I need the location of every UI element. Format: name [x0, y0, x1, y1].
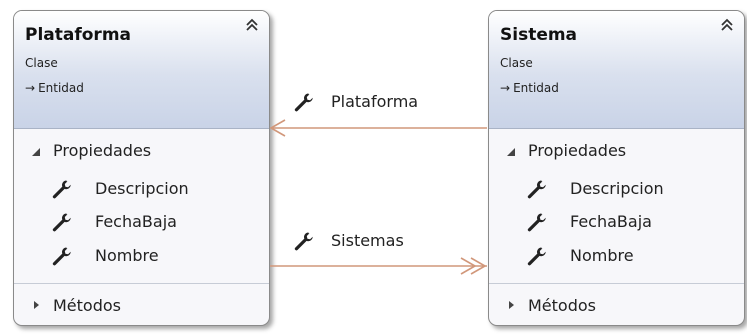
property-item[interactable]: Nombre — [14, 242, 269, 274]
section-label: Propiedades — [528, 141, 627, 160]
property-item[interactable]: FechaBaja — [14, 208, 269, 240]
class-kind: Clase — [25, 56, 58, 70]
class-base: →Entidad — [500, 81, 559, 95]
inherits-arrow-icon: → — [25, 81, 36, 95]
collapse-chevron-icon[interactable] — [243, 17, 261, 35]
property-name: Descripcion — [570, 179, 664, 198]
wrench-icon — [51, 179, 71, 199]
association-label-sistemas[interactable]: Sistemas — [331, 231, 404, 250]
inherits-arrow-icon: → — [500, 81, 511, 95]
association-line-plataforma[interactable] — [269, 119, 487, 137]
wrench-icon — [51, 246, 71, 266]
wrench-icon — [526, 212, 546, 232]
class-box-sistema[interactable]: Sistema Clase →Entidad Propiedades Descr… — [488, 10, 745, 326]
class-header: Plataforma Clase →Entidad — [14, 11, 269, 129]
property-name: Nombre — [570, 246, 634, 265]
class-base: →Entidad — [25, 81, 84, 95]
property-name: FechaBaja — [95, 212, 177, 231]
properties-section-header[interactable]: Propiedades — [489, 137, 744, 167]
expanded-triangle-icon — [32, 148, 40, 156]
association-label-plataforma[interactable]: Plataforma — [331, 92, 419, 111]
property-name: Descripcion — [95, 179, 189, 198]
association-line-sistemas[interactable] — [270, 257, 487, 275]
property-item[interactable]: FechaBaja — [489, 208, 744, 240]
wrench-icon — [526, 246, 546, 266]
section-label: Métodos — [528, 296, 596, 315]
wrench-icon — [293, 92, 313, 112]
property-item[interactable]: Descripcion — [489, 175, 744, 207]
class-header: Sistema Clase →Entidad — [489, 11, 744, 129]
methods-section-header[interactable]: Métodos — [14, 283, 269, 325]
class-kind: Clase — [500, 56, 533, 70]
expanded-triangle-icon — [507, 148, 515, 156]
collapse-chevron-icon[interactable] — [718, 17, 736, 35]
property-item[interactable]: Nombre — [489, 242, 744, 274]
wrench-icon — [293, 231, 313, 251]
collapsed-triangle-icon — [34, 301, 39, 309]
methods-section-header[interactable]: Métodos — [489, 283, 744, 325]
class-name: Sistema — [500, 25, 578, 45]
class-name: Plataforma — [25, 25, 132, 45]
section-label: Métodos — [53, 296, 121, 315]
property-name: FechaBaja — [570, 212, 652, 231]
property-name: Nombre — [95, 246, 159, 265]
wrench-icon — [526, 179, 546, 199]
collapsed-triangle-icon — [509, 301, 514, 309]
class-box-plataforma[interactable]: Plataforma Clase →Entidad Propiedades De… — [13, 10, 270, 326]
base-class-name: Entidad — [513, 81, 559, 95]
property-item[interactable]: Descripcion — [14, 175, 269, 207]
wrench-icon — [51, 212, 71, 232]
base-class-name: Entidad — [38, 81, 84, 95]
section-label: Propiedades — [53, 141, 152, 160]
properties-section-header[interactable]: Propiedades — [14, 137, 269, 167]
